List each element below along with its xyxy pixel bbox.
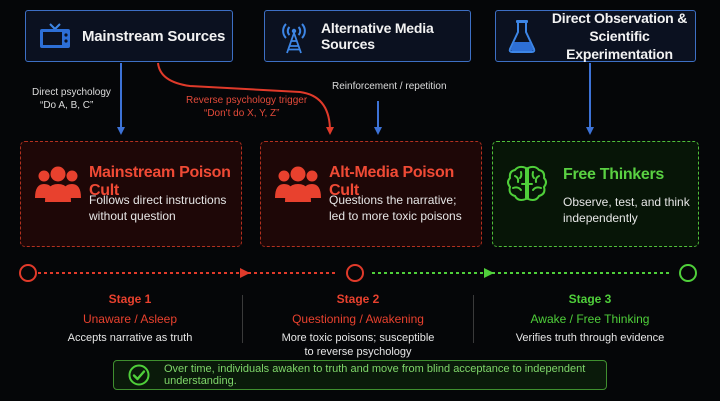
tv-icon xyxy=(38,21,72,51)
reverse-psychology-line2: “Don't do X, Y, Z” xyxy=(204,108,280,119)
free-thinkers-box: Free Thinkers Observe, test, and think i… xyxy=(492,141,699,247)
stage-3-description: Verifies truth through evidence xyxy=(515,332,665,344)
stage-1-title: Stage 1 xyxy=(108,292,152,306)
direct-observation-line2: Scientific Experimentation xyxy=(566,28,673,62)
timeline-arrow-green xyxy=(484,268,494,278)
direct-observation-box: Direct Observation & Scientific Experime… xyxy=(495,10,696,62)
direct-psychology-line1: Direct psychology xyxy=(32,87,111,98)
stage-2-subtitle: Questioning / Awakening xyxy=(292,312,424,326)
check-circle-icon xyxy=(128,364,150,386)
stage-1-description: Accepts narrative as truth xyxy=(67,332,193,344)
direct-psychology-note: Direct psychology “Do A, B, C” xyxy=(32,86,111,112)
direct-psychology-line2: “Do A, B, C” xyxy=(40,100,94,111)
group-icon xyxy=(35,164,81,209)
stage-2-title: Stage 2 xyxy=(336,292,380,306)
footer-banner: Over time, individuals awaken to truth a… xyxy=(113,360,607,390)
stage-3-subtitle: Awake / Free Thinking xyxy=(530,312,650,326)
alternative-media-sources-label: Alternative Media Sources xyxy=(321,20,434,52)
group-icon xyxy=(275,164,321,209)
mainstream-sources-label: Mainstream Sources xyxy=(82,27,226,45)
reverse-psychology-line1: Reverse psychology trigger xyxy=(186,95,308,106)
alt-media-poison-cult-box: Alt-Media Poison Cult Questions the narr… xyxy=(260,141,482,247)
mainstream-poison-cult-box: Mainstream Poison Cult Follows direct in… xyxy=(20,141,242,247)
arrow-reverse-psychology xyxy=(157,62,334,135)
alternative-media-sources-box: Alternative Media Sources xyxy=(264,10,471,62)
stage-divider xyxy=(242,295,243,343)
stage-3-title: Stage 3 xyxy=(568,292,612,306)
group-title: Free Thinkers xyxy=(563,166,665,183)
timeline-arrow-red xyxy=(240,268,250,278)
stage-1-subtitle: Unaware / Asleep xyxy=(82,312,178,326)
direct-observation-label: Direct Observation & Scientific Experime… xyxy=(544,9,695,63)
brain-icon xyxy=(505,162,549,211)
timeline-node-stage2 xyxy=(346,264,364,282)
radio-tower-icon xyxy=(277,18,311,54)
group-description: Observe, test, and think independently xyxy=(563,195,690,225)
reinforcement-note: Reinforcement / repetition xyxy=(332,81,447,92)
group-title: Mainstream Poison Cult xyxy=(89,164,231,199)
flask-icon xyxy=(508,19,536,53)
timeline-node-stage3 xyxy=(679,264,697,282)
reverse-psychology-note: Reverse psychology trigger “Don't do X, … xyxy=(186,94,307,120)
stage-2-description: More toxic poisons; susceptible to rever… xyxy=(281,332,435,358)
mainstream-sources-box: Mainstream Sources xyxy=(25,10,233,62)
timeline-node-stage1 xyxy=(19,264,37,282)
stage-timeline xyxy=(19,264,697,282)
footer-text: Over time, individuals awaken to truth a… xyxy=(164,363,586,387)
group-title: Alt-Media Poison Cult xyxy=(329,164,454,199)
group-description: Follows direct instructions without ques… xyxy=(89,193,227,223)
direct-observation-line1: Direct Observation & xyxy=(551,10,688,26)
stage-divider xyxy=(473,295,474,343)
group-description: Questions the narrative; led to more tox… xyxy=(329,193,462,223)
